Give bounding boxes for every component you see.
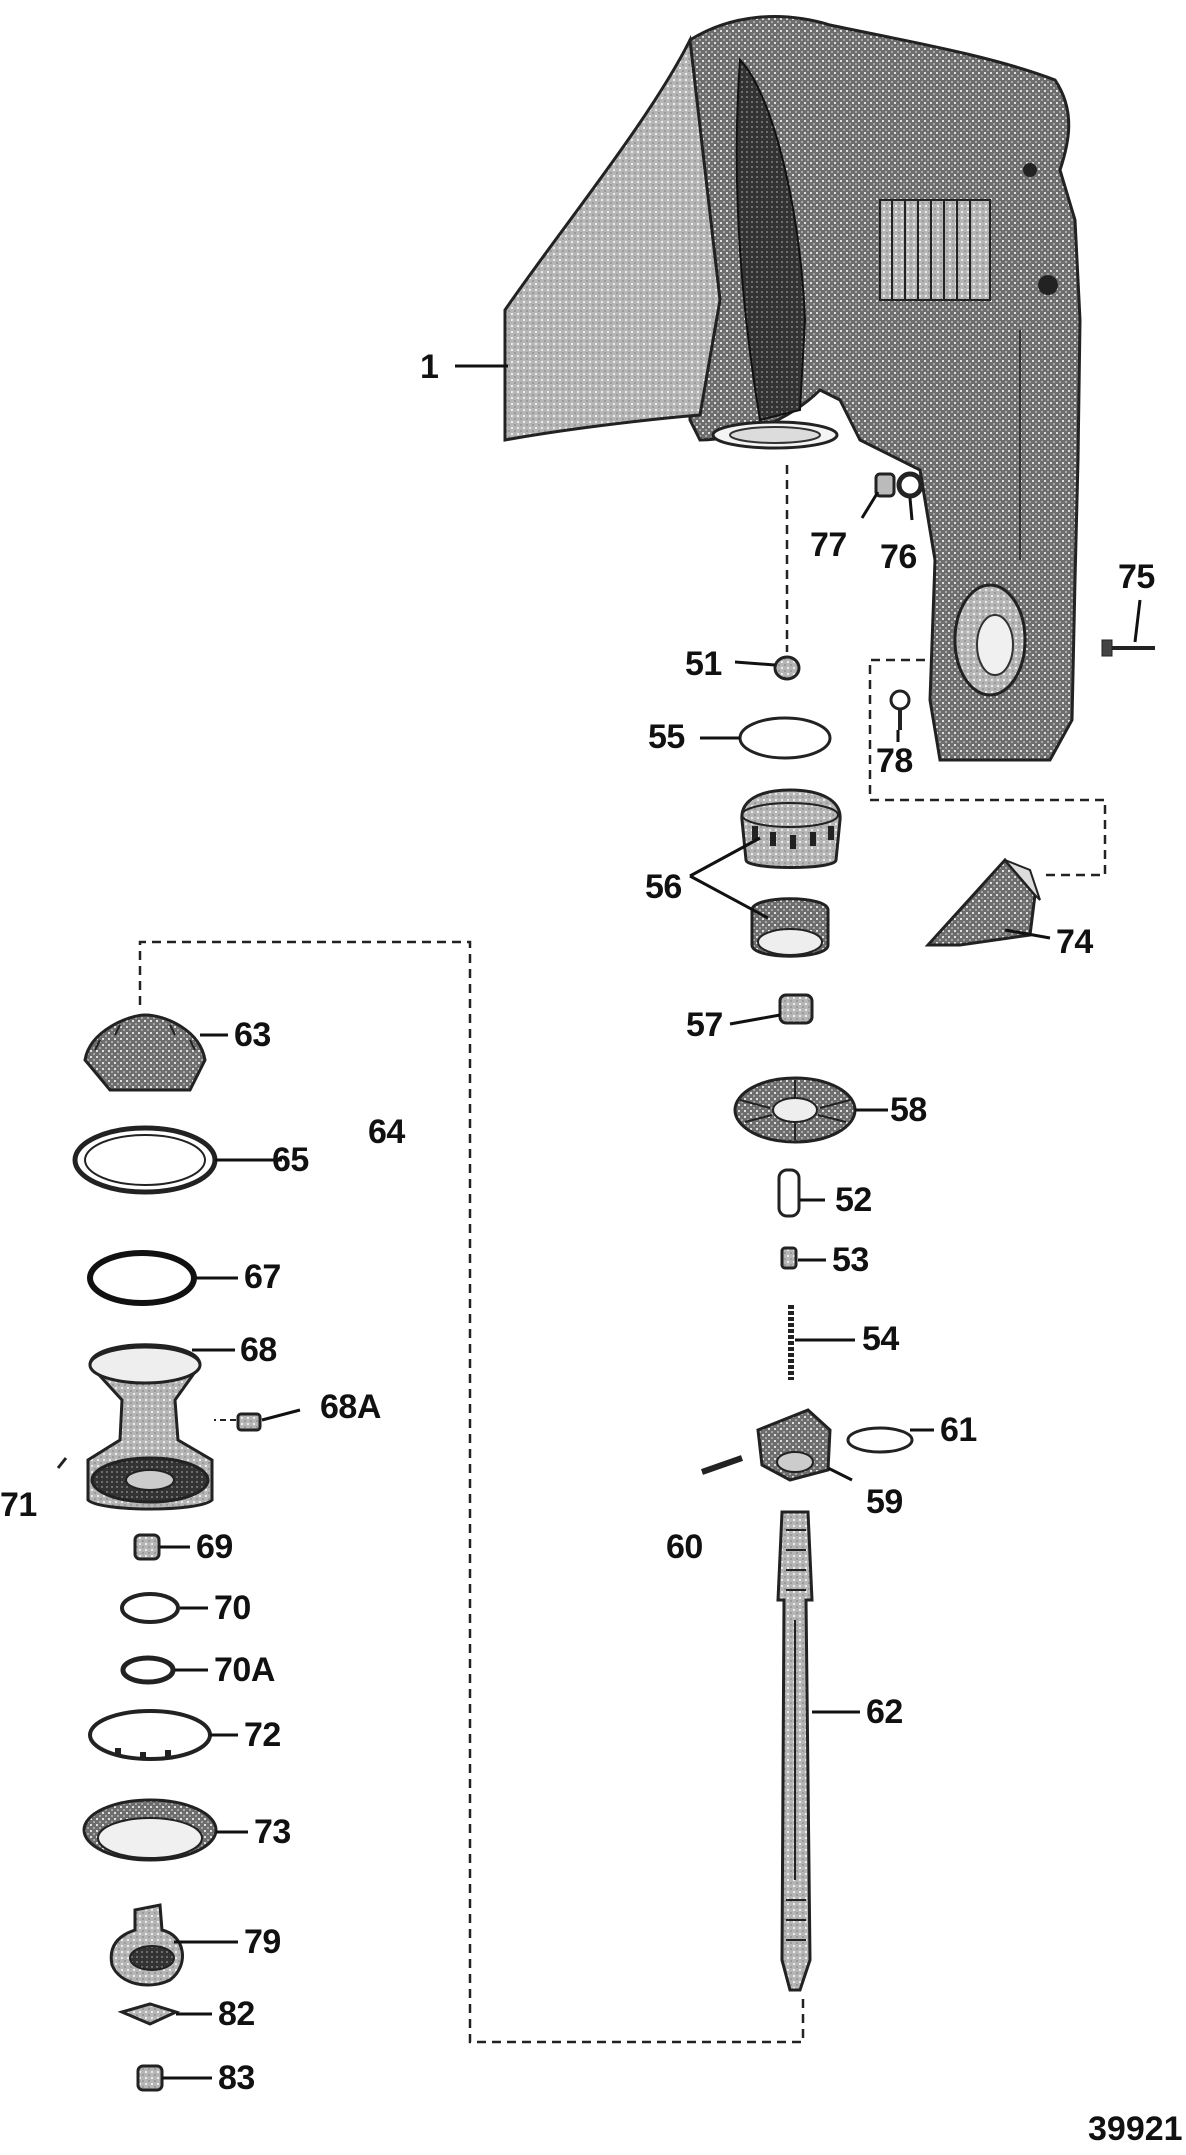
- callout-77: 77: [810, 526, 847, 564]
- callout-73: 73: [254, 1813, 291, 1851]
- assembly-lines: [138, 465, 1107, 2044]
- part-57: [778, 993, 814, 1025]
- callout-78: 78: [876, 742, 913, 780]
- part-78-fitting: [889, 689, 911, 730]
- part-62-propeller-shaft: [776, 1510, 814, 1992]
- callout-68: 68: [240, 1331, 277, 1369]
- callout-52: 52: [835, 1181, 872, 1219]
- part-73-thrust-hub: [82, 1798, 218, 1862]
- part-55-o-ring: [738, 716, 832, 760]
- part-68-bearing-carrier: [86, 1343, 214, 1511]
- callout-82: 82: [218, 1995, 255, 2033]
- callout-57: 57: [686, 1006, 723, 1044]
- part-53: [780, 1246, 798, 1270]
- part-70-ring: [120, 1592, 180, 1624]
- callout-70a: 70A: [214, 1651, 275, 1689]
- part-52: [777, 1168, 801, 1218]
- callout-55: 55: [648, 718, 685, 756]
- callout-76: 76: [880, 538, 917, 576]
- callout-59: 59: [866, 1483, 903, 1521]
- part-82: [117, 2002, 181, 2026]
- callout-1: 1: [420, 348, 439, 386]
- callout-64: 64: [368, 1113, 405, 1151]
- callout-68a: 68A: [320, 1388, 381, 1426]
- part-76-washer: [896, 471, 924, 499]
- callout-79: 79: [244, 1923, 281, 1961]
- part-63-reverse-gear: [83, 1013, 207, 1092]
- part-65-ring: [72, 1125, 218, 1195]
- callout-51: 51: [685, 645, 722, 683]
- callout-58: 58: [890, 1091, 927, 1129]
- callout-75: 75: [1118, 558, 1155, 596]
- part-79: [109, 1903, 184, 1987]
- callout-83: 83: [218, 2059, 255, 2097]
- part-74: [924, 857, 1041, 947]
- part-70a-ring: [120, 1655, 176, 1685]
- callout-74: 74: [1056, 923, 1093, 961]
- part-69: [133, 1533, 161, 1561]
- callout-72: 72: [244, 1716, 281, 1754]
- part-61-spring: [846, 1426, 914, 1454]
- part-59-clutch: [756, 1408, 832, 1482]
- callout-70: 70: [214, 1589, 251, 1627]
- callout-63: 63: [234, 1016, 271, 1054]
- callout-65: 65: [272, 1141, 309, 1179]
- figure-number: 39921: [1088, 2110, 1183, 2148]
- callout-71: 71: [0, 1486, 37, 1524]
- part-72-washer: [88, 1709, 212, 1761]
- callout-61: 61: [940, 1411, 977, 1449]
- part-60-pin: [701, 1455, 743, 1475]
- callout-69: 69: [196, 1528, 233, 1566]
- part-77-nut: [874, 472, 896, 498]
- part-56-bearing: [740, 788, 842, 958]
- leader-lines: [160, 364, 1142, 2080]
- part-75-bolt: [1101, 639, 1155, 657]
- callout-67: 67: [244, 1258, 281, 1296]
- part-71: [56, 1457, 68, 1469]
- callout-53: 53: [832, 1241, 869, 1279]
- part-51: [773, 655, 801, 681]
- part-68a-fitting: [214, 1412, 262, 1432]
- callout-62: 62: [866, 1693, 903, 1731]
- callout-54: 54: [862, 1320, 899, 1358]
- callout-56: 56: [645, 868, 682, 906]
- callout-60: 60: [666, 1528, 703, 1566]
- gear-housing: [503, 15, 1082, 762]
- part-58-pinion-gear: [733, 1076, 857, 1144]
- part-67-o-ring: [87, 1250, 197, 1306]
- part-83: [136, 2064, 164, 2092]
